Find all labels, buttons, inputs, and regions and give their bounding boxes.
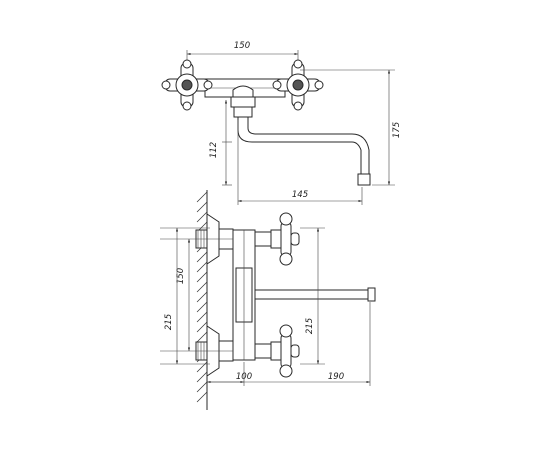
dim-label: 150 — [176, 268, 186, 284]
wall-hatch — [196, 190, 208, 410]
dim-side-spout-reach: 190 — [207, 372, 370, 384]
dim-label: 100 — [236, 372, 252, 382]
side-view: 150 215 215 100 190 — [160, 190, 376, 410]
dim-label: 175 — [392, 122, 402, 138]
dim-top-spout-reach: 145 — [238, 190, 362, 203]
top-view: 150 — [161, 41, 402, 205]
dim-label: 190 — [328, 372, 344, 382]
dim-side-outer-left: 215 — [164, 228, 179, 364]
right-cross-handle — [272, 59, 324, 111]
dim-side-inlet-spacing: 150 — [176, 239, 191, 351]
dim-top-total-height: 175 — [387, 70, 402, 185]
dim-top-handle-spacing: 150 — [186, 41, 299, 68]
dim-side-outer-right: 215 — [305, 228, 320, 364]
left-cross-handle — [161, 59, 213, 111]
upper-valve-handle — [254, 212, 300, 266]
dim-label: 112 — [209, 142, 219, 158]
spout-nut — [230, 85, 256, 118]
dim-label: 215 — [305, 318, 315, 334]
mixer-body-vertical — [232, 229, 256, 361]
dim-label: 215 — [164, 314, 174, 330]
dim-side-wall-offset: 100 — [207, 372, 252, 384]
spout-pipe — [237, 117, 371, 186]
side-spout — [254, 287, 376, 302]
dim-label: 145 — [292, 190, 308, 200]
lower-valve-handle — [254, 324, 300, 378]
dim-top-spout-height: 112 — [209, 100, 228, 185]
dim-label: 150 — [234, 41, 250, 51]
